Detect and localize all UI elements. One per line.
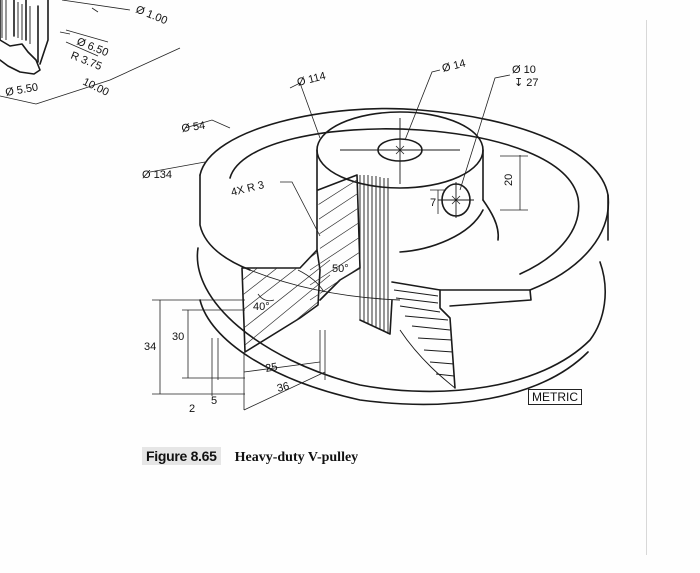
label-depth-27: ↧ 27 (514, 77, 539, 89)
units-badge: METRIC (528, 389, 582, 405)
label-offset-7: 7 (430, 197, 436, 209)
previous-figure-fragment: Ø 1.00 Ø 6.50 R 3.75 Ø 5.50 10.00 (0, 0, 181, 105)
label-width-36: 36 (276, 380, 291, 395)
label-angle-50: 50° (332, 263, 349, 275)
label-radius-4x: 4X R 3 (230, 179, 266, 199)
page-edge (646, 20, 647, 555)
label-dia-550: Ø 5.50 (4, 81, 39, 99)
figure-caption: Figure 8.65 Heavy-duty V-pulley (142, 447, 358, 466)
label-dim-5: 5 (211, 395, 217, 407)
label-height-34: 34 (144, 341, 156, 353)
label-dim-2: 2 (189, 403, 195, 415)
label-height-30: 30 (172, 331, 184, 343)
figure-number: Figure 8.65 (142, 447, 221, 465)
label-dia-54: Ø 54 (181, 120, 206, 135)
label-dia-100: Ø 1.00 (134, 4, 169, 27)
label-dia-114: Ø 114 (296, 70, 327, 89)
label-angle-40: 40° (253, 301, 270, 313)
label-len-1000: 10.00 (81, 76, 111, 99)
label-dia-134: Ø 134 (142, 169, 172, 181)
figure-title: Heavy-duty V-pulley (234, 450, 359, 465)
label-dia-14: Ø 14 (441, 57, 467, 74)
label-width-25: 25 (264, 361, 278, 375)
label-height-20: 20 (503, 174, 515, 186)
pulley-body (149, 69, 610, 411)
label-dia-10: Ø 10 (512, 64, 536, 76)
